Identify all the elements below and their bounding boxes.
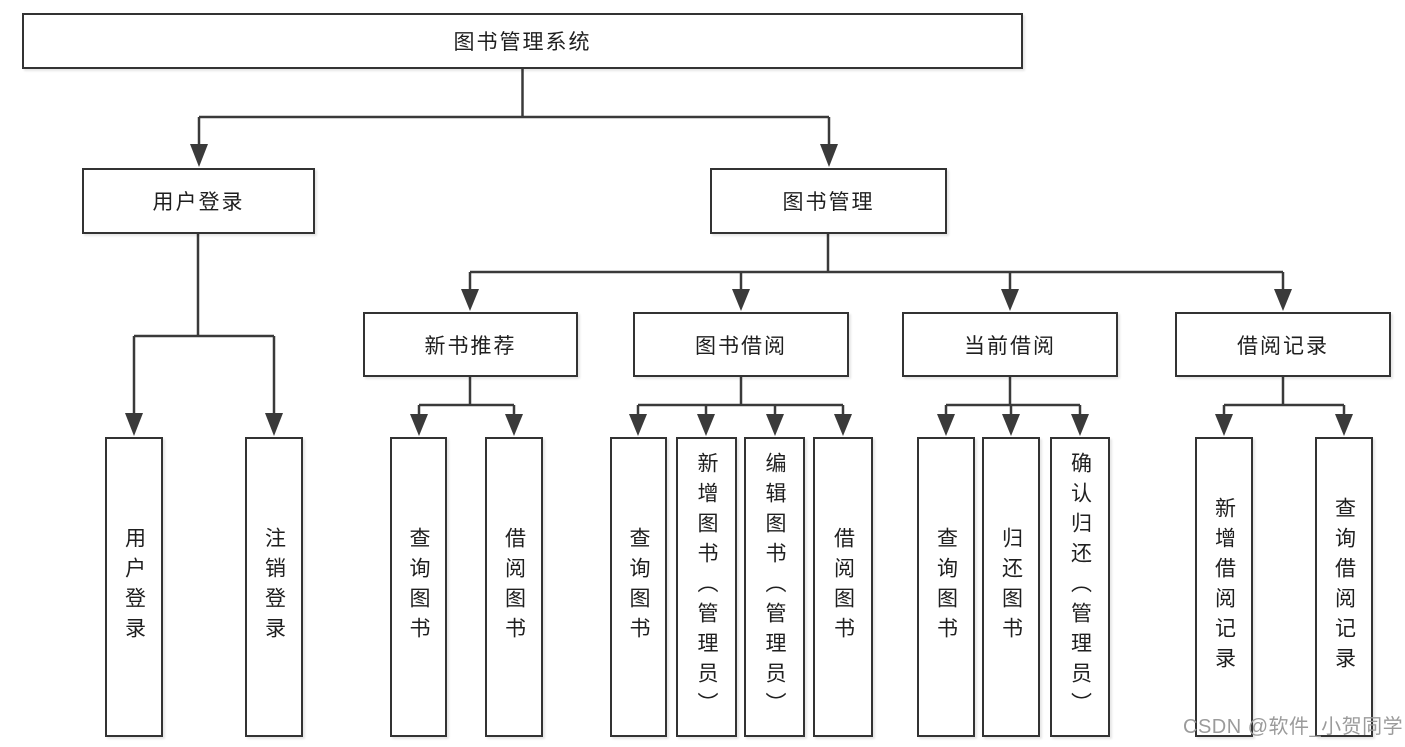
node-label: 图书管理 [782, 191, 875, 214]
node-user-login: 用户登录 [82, 168, 315, 234]
node-book-borrow: 图书借阅 [633, 312, 849, 377]
node-borrow-records: 借阅记录 [1175, 312, 1391, 377]
node-label: 用户登录 [152, 191, 245, 214]
arrowheads [125, 144, 1353, 436]
leaf-query-books-current: 查询图书 [917, 437, 975, 737]
node-label: 图书管理系统 [453, 31, 592, 54]
node-label: 确认归还（管理员） [1068, 452, 1092, 722]
node-current-borrow: 当前借阅 [902, 312, 1118, 377]
leaf-logout: 注销登录 [245, 437, 303, 737]
leaf-query-books-borrow: 查询图书 [610, 437, 667, 737]
node-label: 编辑图书（管理员） [763, 452, 786, 722]
node-label: 图书借阅 [695, 334, 787, 358]
node-label: 新增图书（管理员） [695, 452, 718, 722]
node-label: 注销登录 [262, 527, 286, 647]
node-label: 新书推荐 [424, 334, 517, 358]
leaf-add-book-admin: 新增图书（管理员） [676, 437, 737, 737]
leaf-query-books-recommend: 查询图书 [390, 437, 447, 737]
node-book-management: 图书管理 [710, 168, 947, 234]
leaf-borrow-books-recommend: 借阅图书 [485, 437, 543, 737]
leaf-return-books: 归还图书 [982, 437, 1040, 737]
node-label: 借阅图书 [502, 527, 526, 647]
node-label: 查询图书 [627, 527, 650, 647]
node-label: 当前借阅 [964, 334, 1056, 358]
leaf-edit-book-admin: 编辑图书（管理员） [744, 437, 805, 737]
leaf-add-borrow-record: 新增借阅记录 [1195, 437, 1253, 737]
csdn-watermark: CSDN @软件_小贺同学 [1183, 716, 1404, 738]
leaf-query-borrow-record: 查询借阅记录 [1315, 437, 1373, 737]
node-label: 新增借阅记录 [1212, 497, 1236, 677]
node-label: 借阅图书 [831, 527, 855, 647]
node-label: 借阅记录 [1237, 334, 1329, 358]
leaf-borrow-books-borrow: 借阅图书 [813, 437, 873, 737]
node-label: 用户登录 [122, 527, 146, 647]
node-label: 查询借阅记录 [1332, 497, 1356, 677]
node-root-system: 图书管理系统 [22, 13, 1023, 69]
node-new-book-recommend: 新书推荐 [363, 312, 578, 377]
node-label: 查询图书 [407, 527, 430, 647]
node-label: 归还图书 [999, 527, 1023, 647]
node-label: 查询图书 [934, 527, 958, 647]
leaf-confirm-return-admin: 确认归还（管理员） [1050, 437, 1110, 737]
leaf-user-login: 用户登录 [105, 437, 163, 737]
